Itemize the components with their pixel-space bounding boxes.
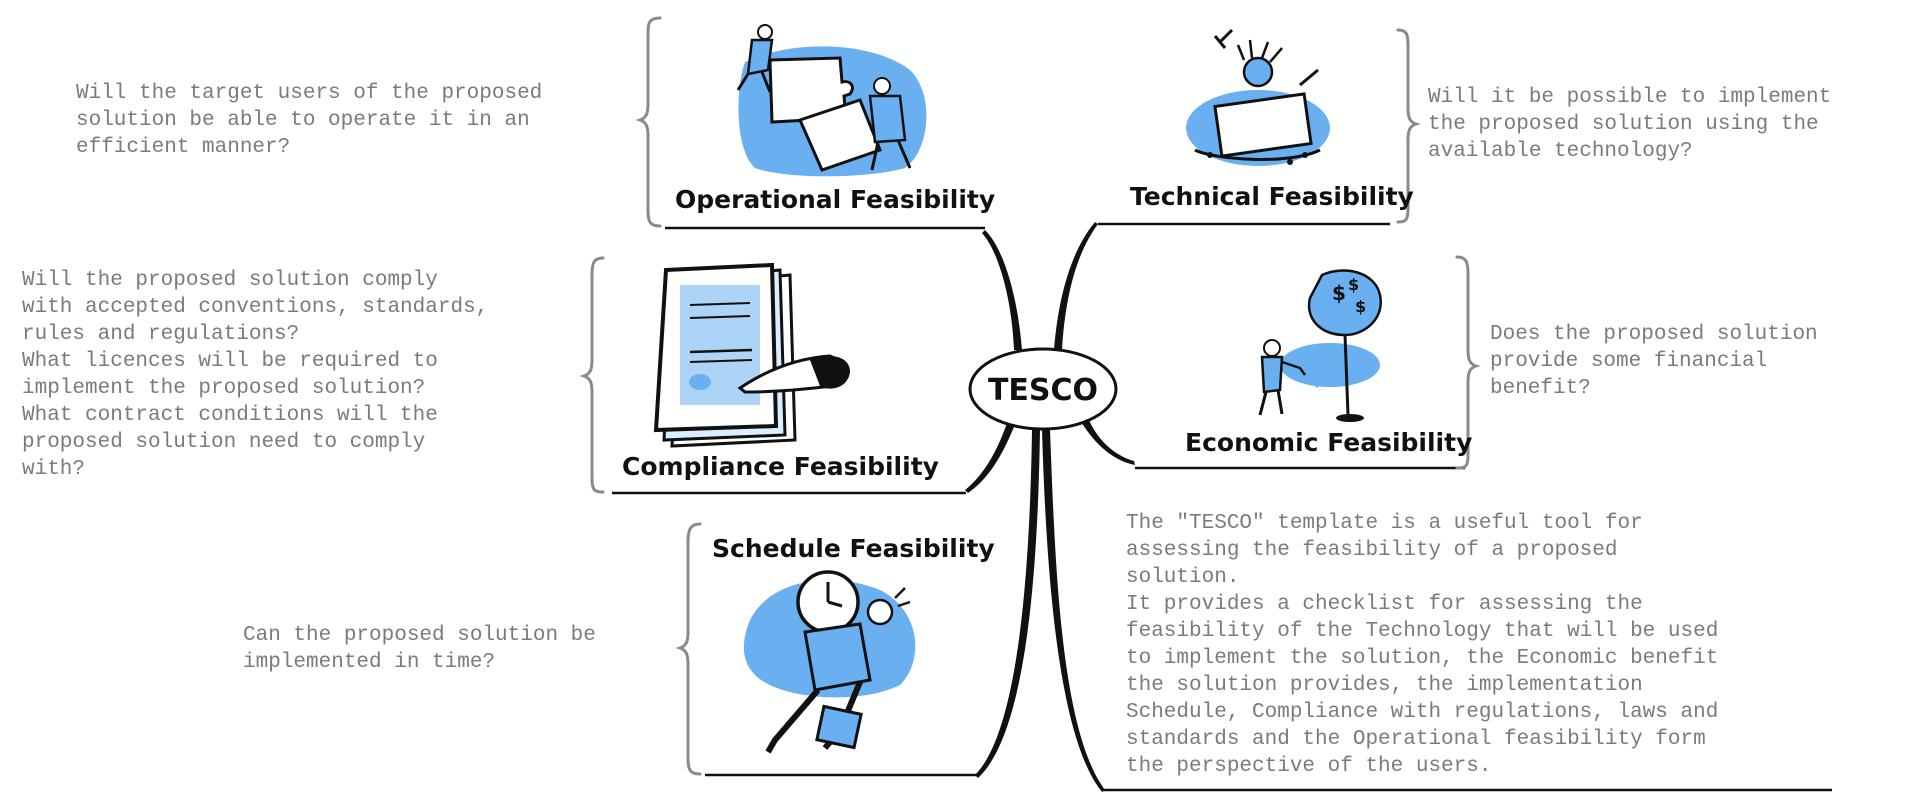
connector-schedule bbox=[975, 430, 1040, 778]
title-operational: Operational Feasibility bbox=[675, 185, 995, 214]
branch-connectors bbox=[965, 222, 1135, 792]
question-compliance: Will the proposed solution comply with a… bbox=[22, 269, 489, 481]
connector-operational bbox=[982, 230, 1022, 350]
brace-economic bbox=[1455, 255, 1481, 470]
branch-underlines bbox=[612, 222, 1832, 792]
question-schedule: Can the proposed solution be implemented… bbox=[243, 624, 596, 674]
center-node: TESCO bbox=[968, 347, 1118, 431]
svg-text:$: $ bbox=[1355, 297, 1366, 316]
brace-operational bbox=[635, 16, 662, 228]
brace-schedule bbox=[675, 522, 702, 776]
center-label: TESCO bbox=[988, 373, 1098, 408]
svg-text:$: $ bbox=[1332, 281, 1346, 305]
title-compliance: Compliance Feasibility bbox=[622, 452, 939, 481]
template-description: The "TESCO" template is a useful tool fo… bbox=[1126, 512, 1719, 778]
puzzle-people-icon bbox=[736, 24, 927, 177]
connector-economic bbox=[1080, 418, 1135, 465]
title-schedule: Schedule Feasibility bbox=[712, 534, 995, 563]
title-technical: Technical Feasibility bbox=[1130, 182, 1414, 211]
brace-compliance bbox=[579, 256, 605, 494]
title-economic: Economic Feasibility bbox=[1185, 428, 1472, 457]
stressed-technician-icon bbox=[1186, 28, 1330, 166]
svg-text:$: $ bbox=[1348, 275, 1359, 294]
connector-technical bbox=[1054, 222, 1098, 350]
brace-technical bbox=[1396, 28, 1421, 224]
connector-compliance bbox=[965, 420, 1016, 493]
clock-carrier-icon bbox=[743, 570, 916, 754]
question-technical: Will it be possible to implement the pro… bbox=[1428, 86, 1832, 163]
money-tree-icon: $ $ $ bbox=[1258, 269, 1383, 422]
signing-document-icon bbox=[653, 262, 850, 448]
braces bbox=[579, 16, 1481, 776]
connector-description bbox=[1042, 430, 1105, 792]
question-economic: Does the proposed solution provide some … bbox=[1490, 323, 1818, 400]
question-operational: Will the target users of the proposed so… bbox=[76, 82, 543, 159]
